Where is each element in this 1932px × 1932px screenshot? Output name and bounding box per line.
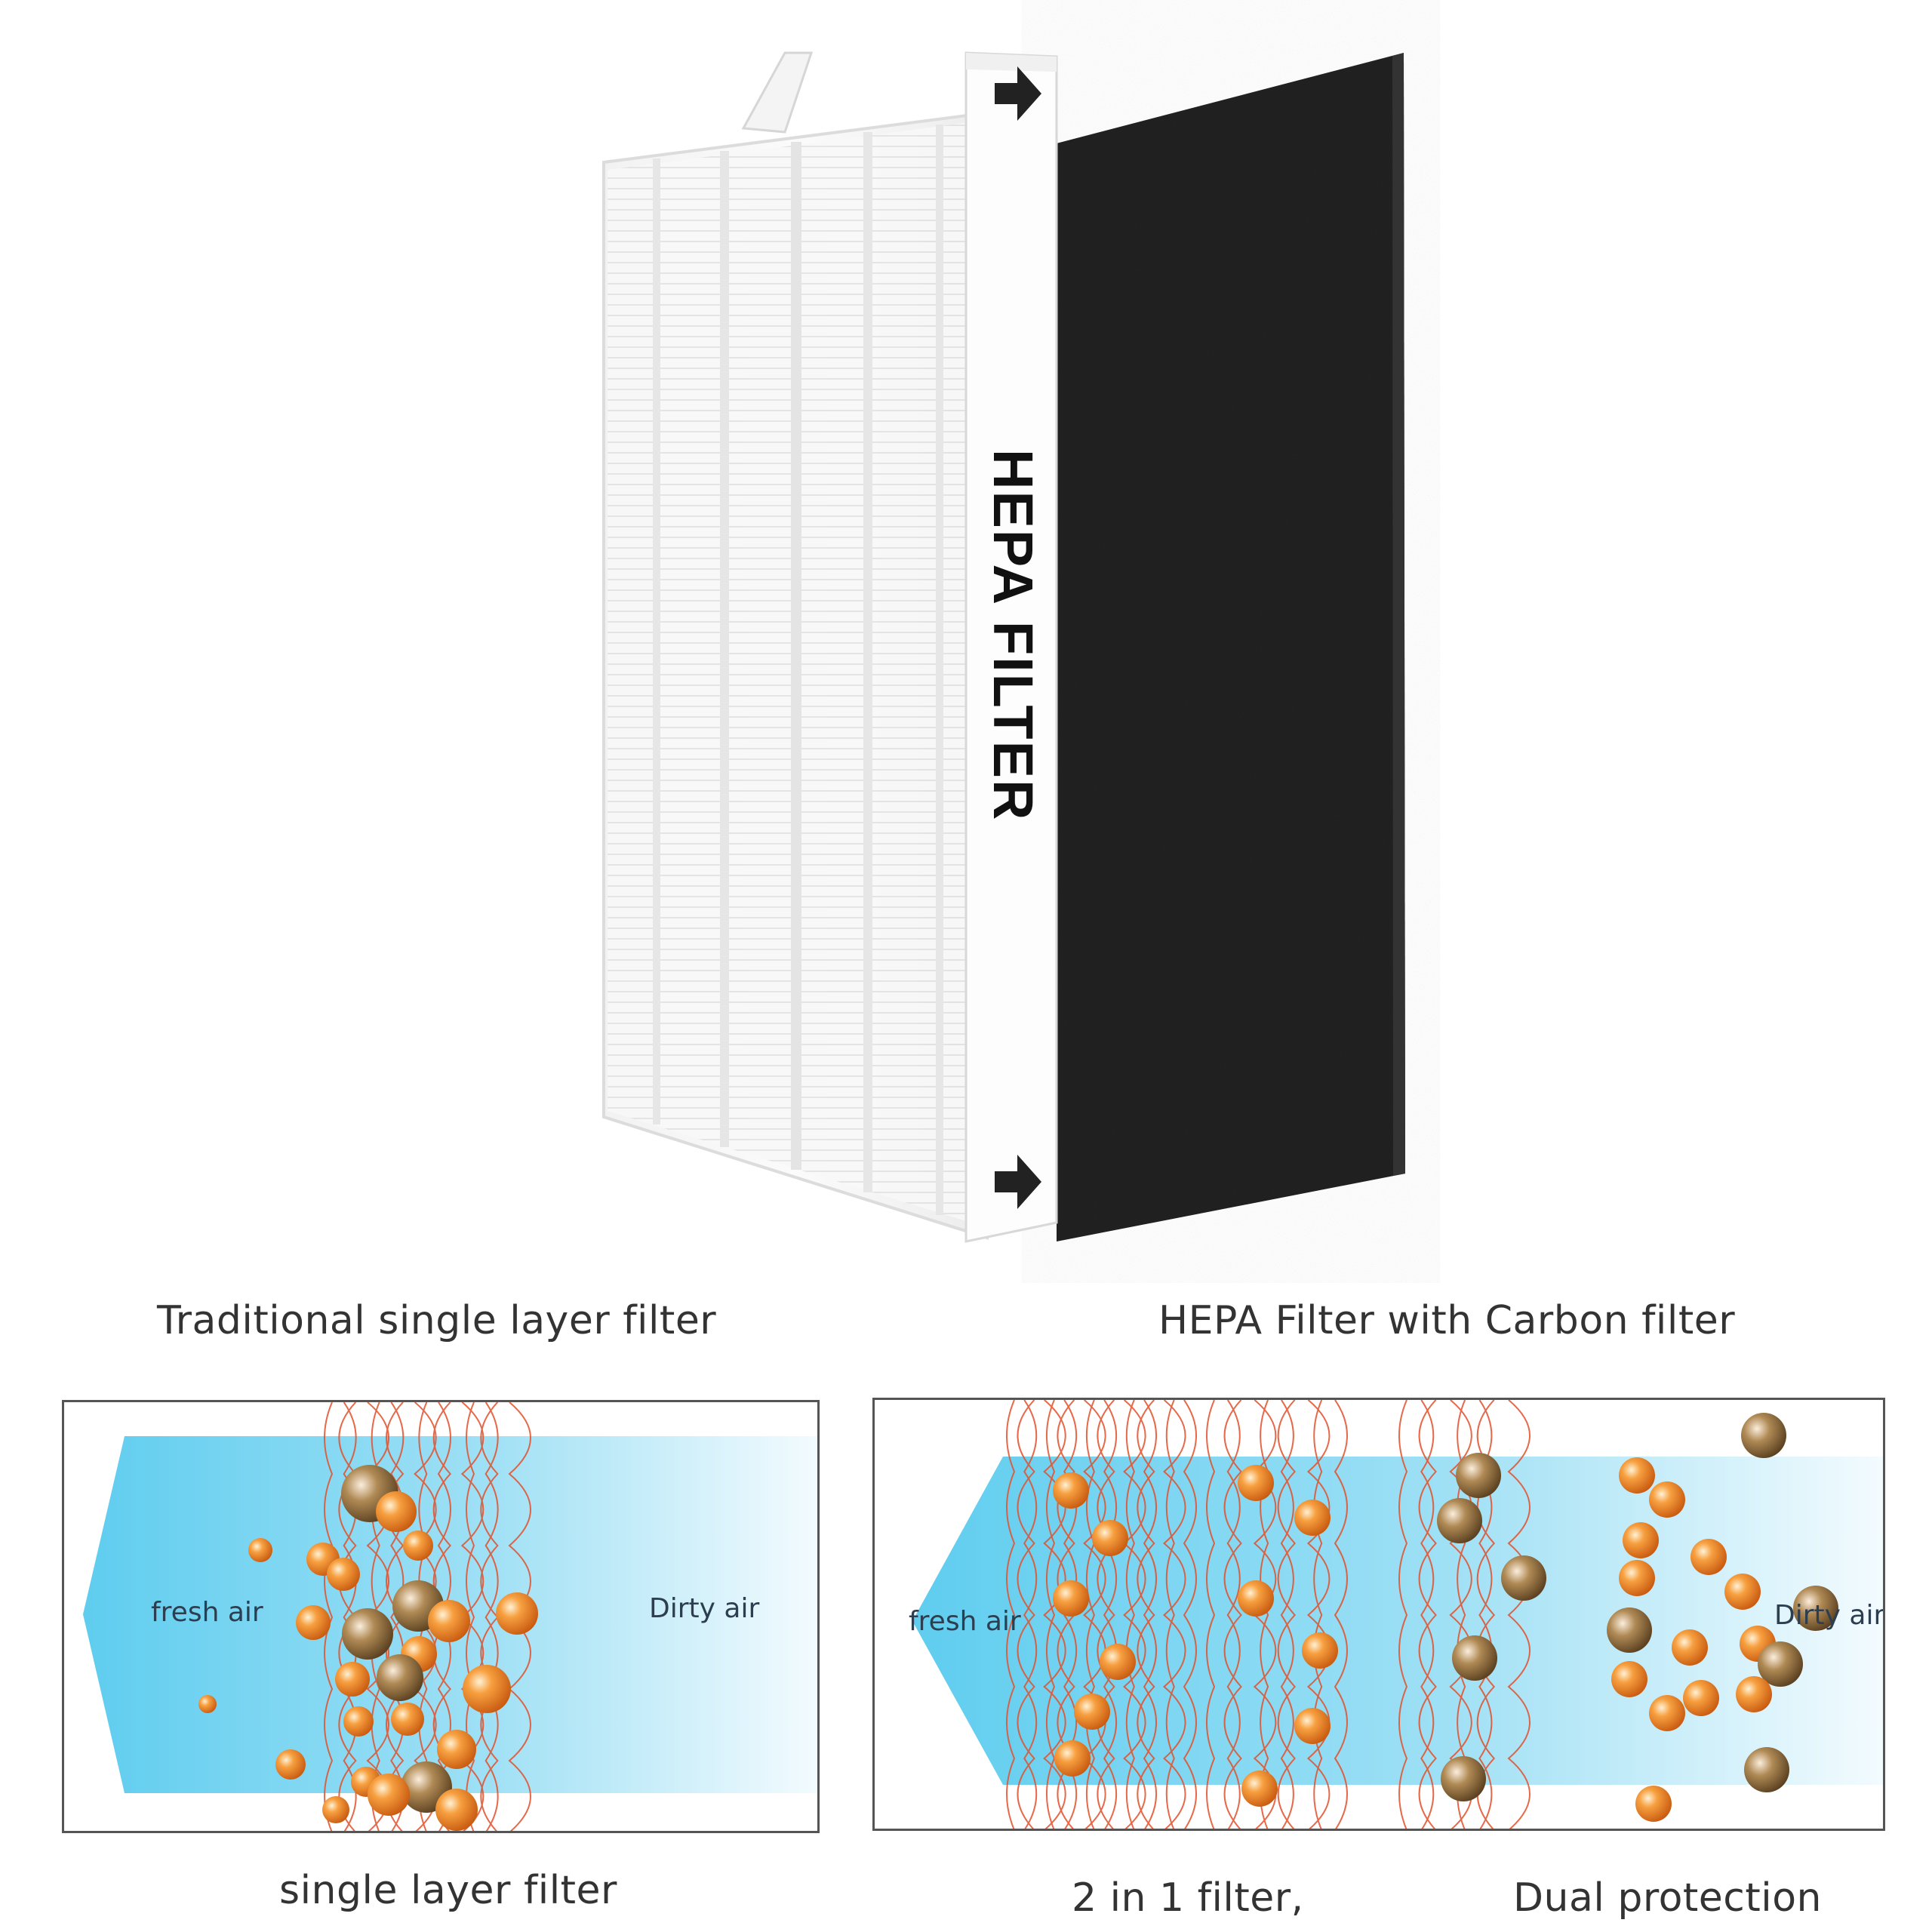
pollutant-particle	[1092, 1520, 1128, 1556]
pollutant-particle	[1241, 1770, 1278, 1807]
single-layer-diagram: fresh air Dirty air	[62, 1400, 820, 1833]
dust-particle	[1501, 1555, 1546, 1601]
dirty-air-label: Dirty air	[1774, 1600, 1885, 1631]
pollutant-particle	[1683, 1680, 1719, 1716]
right-section-title: HEPA Filter with Carbon filter	[1158, 1298, 1736, 1343]
pollutant-particle	[368, 1774, 410, 1816]
pollutant-particle	[1238, 1580, 1274, 1617]
pollutant-particle	[1672, 1629, 1708, 1666]
hepa-filter-label: HEPA FILTER	[982, 449, 1044, 822]
pollutant-particle	[1302, 1632, 1338, 1669]
pollutant-particle	[435, 1789, 478, 1831]
pollutant-particle	[463, 1665, 511, 1713]
pollutant-particle	[1619, 1560, 1655, 1596]
pollutant-particle	[437, 1730, 476, 1769]
dust-particle	[1793, 1586, 1838, 1631]
pollutant-particle	[343, 1706, 374, 1737]
pull-tab	[741, 51, 814, 134]
pollutant-particle	[376, 1491, 417, 1532]
pollutant-particle	[1100, 1644, 1136, 1680]
pollutant-particle	[1623, 1522, 1659, 1558]
pollutant-particle	[1649, 1695, 1685, 1731]
dust-particle	[1441, 1756, 1486, 1801]
pollutant-particle	[1238, 1465, 1274, 1501]
dust-particle	[377, 1654, 423, 1701]
pollutant-particle	[1635, 1786, 1672, 1822]
fresh-air-label: fresh air	[151, 1597, 263, 1628]
arrow-right-icon	[995, 66, 1041, 121]
dirty-air-label: Dirty air	[649, 1593, 760, 1624]
dust-particle	[1607, 1607, 1652, 1653]
dual-layer-diagram: fresh air Dirty air	[872, 1398, 1885, 1831]
pollutant-particle	[1294, 1708, 1331, 1744]
pollutant-particle	[1736, 1676, 1772, 1712]
dust-particle	[342, 1608, 393, 1660]
pollutant-particle	[1690, 1539, 1727, 1575]
pollutant-particle	[322, 1796, 349, 1823]
carbon-filter-sheet	[1057, 53, 1405, 1241]
pollutant-particle	[1611, 1661, 1647, 1697]
pollutant-particle	[1074, 1694, 1110, 1730]
right-caption-part1: 2 in 1 filter,	[1072, 1875, 1304, 1921]
right-caption-part2: Dual protection	[1513, 1875, 1822, 1921]
pollutant-particle	[296, 1605, 331, 1640]
left-section-title: Traditional single layer filter	[157, 1298, 717, 1343]
pollutant-particle	[1649, 1481, 1685, 1518]
pollutant-particle	[1054, 1740, 1091, 1777]
left-caption: single layer filter	[279, 1868, 617, 1913]
pollutant-particle	[391, 1703, 424, 1736]
dust-particle	[1456, 1453, 1501, 1498]
dust-particle	[1744, 1747, 1789, 1792]
dust-particle	[1437, 1498, 1482, 1543]
dust-particle	[1758, 1641, 1803, 1687]
pollutant-particle	[496, 1592, 538, 1635]
pollutant-particle	[428, 1600, 470, 1642]
dust-particle	[1452, 1635, 1497, 1681]
pollutant-particle	[1619, 1457, 1655, 1494]
hepa-filter-panel	[602, 51, 1058, 1243]
pollutant-particle	[1294, 1500, 1331, 1536]
pollutant-particle	[335, 1662, 370, 1697]
fresh-air-label: fresh air	[909, 1606, 1021, 1637]
pollutant-particle	[327, 1558, 360, 1591]
pollutant-particle	[1053, 1580, 1089, 1617]
filter-product-illustration	[602, 51, 1405, 1243]
pollutant-particle	[403, 1531, 433, 1561]
pollutant-particle	[1053, 1472, 1089, 1509]
dust-particle	[1741, 1413, 1786, 1458]
pollutant-particle	[1724, 1574, 1761, 1610]
arrow-right-icon	[995, 1155, 1041, 1209]
pollutant-particle	[275, 1749, 306, 1780]
pollutant-particle	[248, 1538, 272, 1562]
pollutant-particle	[198, 1695, 217, 1713]
